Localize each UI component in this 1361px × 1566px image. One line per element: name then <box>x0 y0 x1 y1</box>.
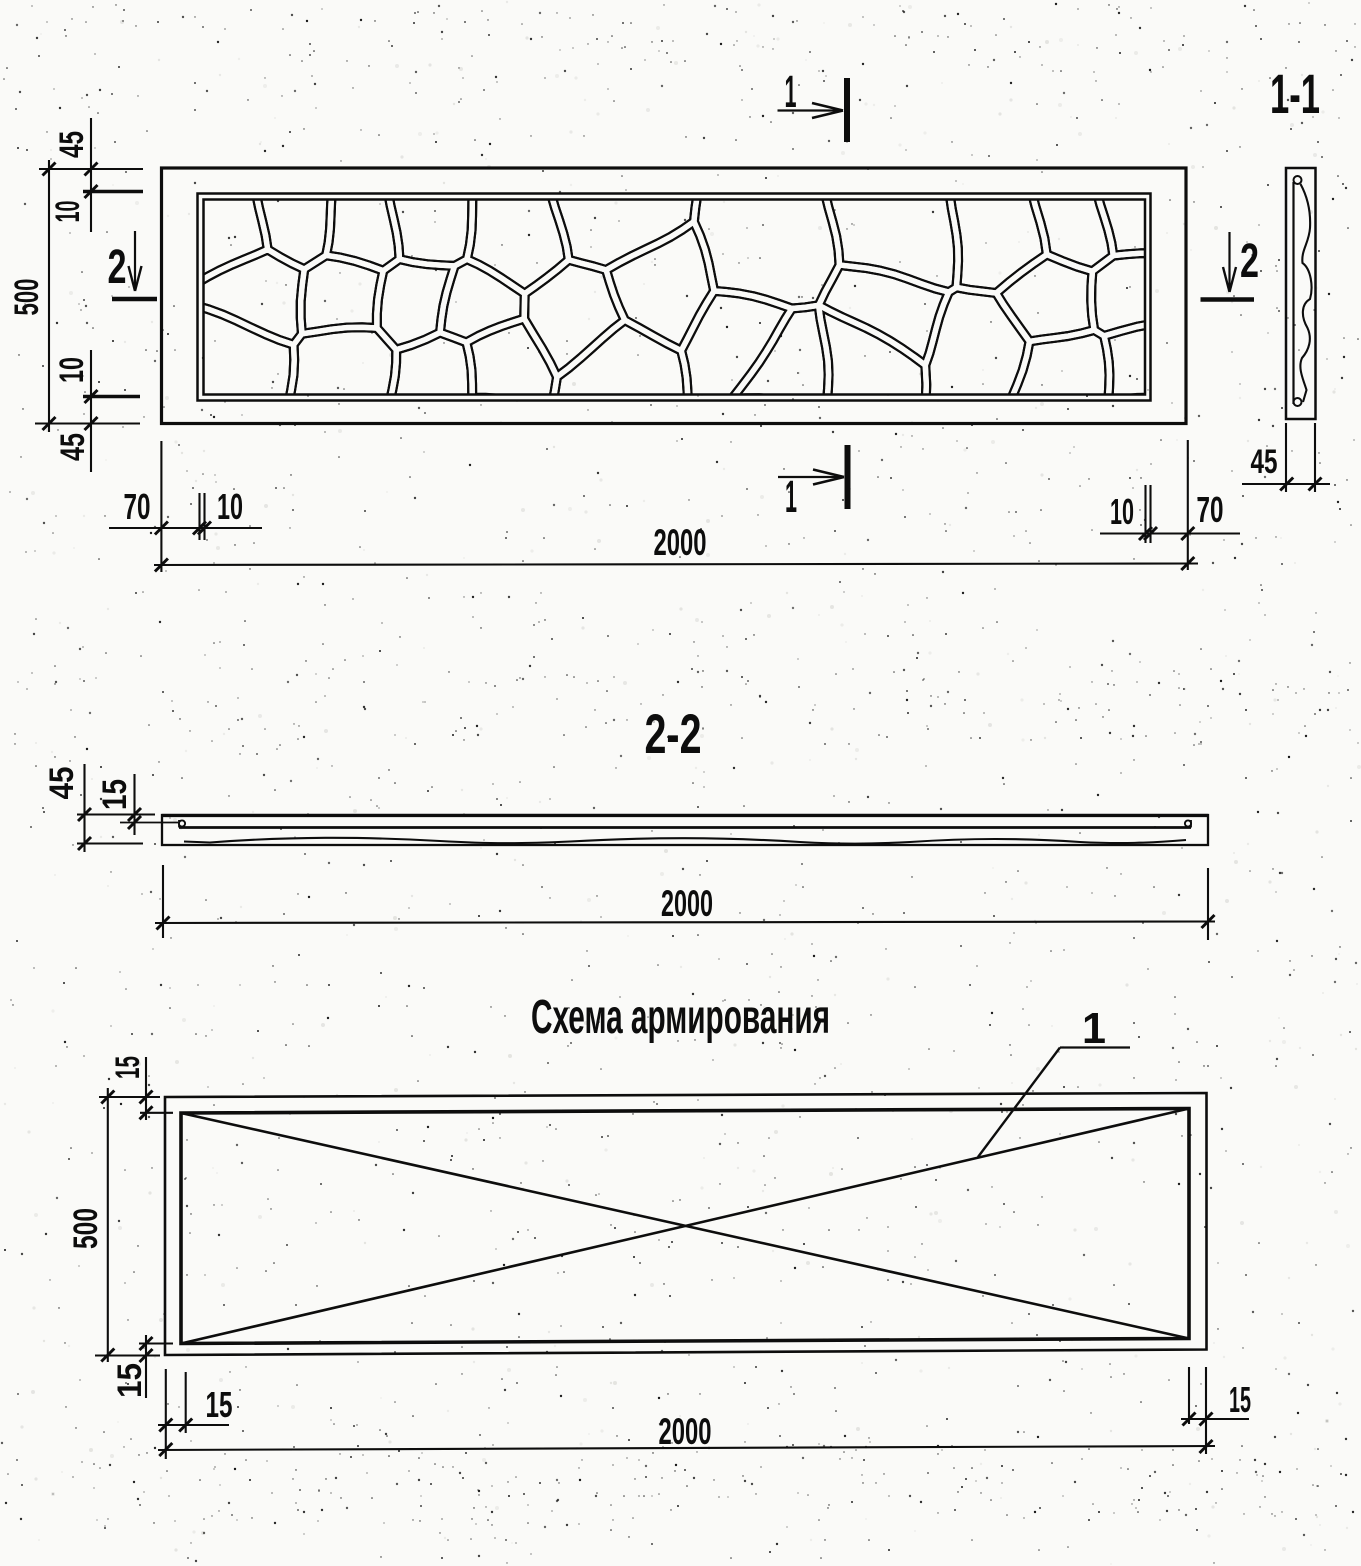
svg-text:500: 500 <box>67 1208 105 1249</box>
svg-text:70: 70 <box>124 486 151 527</box>
svg-text:10: 10 <box>217 486 243 527</box>
svg-text:15: 15 <box>206 1384 233 1425</box>
svg-text:2: 2 <box>108 241 127 294</box>
svg-text:10: 10 <box>1110 491 1134 532</box>
svg-text:500: 500 <box>8 279 46 316</box>
svg-text:15: 15 <box>1229 1379 1251 1420</box>
svg-text:2-2: 2-2 <box>645 702 702 765</box>
svg-text:2000: 2000 <box>659 1411 712 1452</box>
svg-text:45: 45 <box>1251 443 1278 481</box>
svg-text:1: 1 <box>785 66 797 117</box>
svg-text:1: 1 <box>1082 1004 1106 1053</box>
svg-text:45: 45 <box>54 433 92 461</box>
svg-text:15: 15 <box>109 1056 147 1079</box>
svg-text:1-1: 1-1 <box>1270 62 1320 125</box>
svg-text:15: 15 <box>96 779 134 810</box>
svg-text:10: 10 <box>53 357 91 383</box>
svg-text:1: 1 <box>785 471 797 522</box>
svg-text:10: 10 <box>49 201 87 223</box>
svg-text:45: 45 <box>43 767 81 800</box>
svg-text:2: 2 <box>1240 235 1259 288</box>
svg-text:70: 70 <box>1197 489 1224 530</box>
svg-text:Схема армирования: Схема армирования <box>531 991 830 1044</box>
svg-text:15: 15 <box>111 1363 149 1398</box>
svg-text:45: 45 <box>53 131 91 158</box>
svg-text:2000: 2000 <box>661 883 713 924</box>
svg-text:2000: 2000 <box>654 522 707 563</box>
